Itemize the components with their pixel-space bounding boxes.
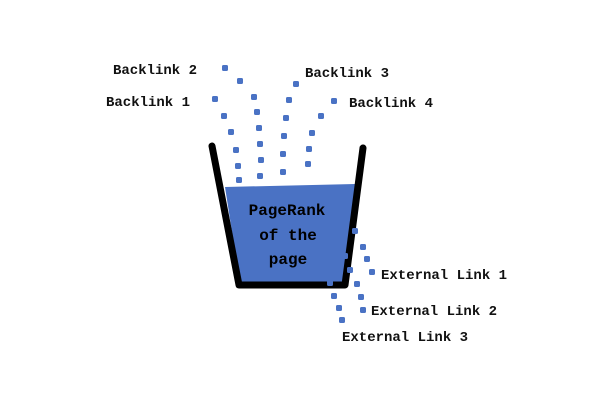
- backlink-3-drop: [293, 81, 299, 87]
- backlink-4-drop: [331, 98, 337, 104]
- backlink-1-drop: [212, 96, 218, 102]
- backlink-1-drop: [221, 113, 227, 119]
- backlink-1-drop: [235, 163, 241, 169]
- backlink-4-drop: [306, 146, 312, 152]
- backlink-2-drop: [254, 109, 260, 115]
- external-link-1-drop: [369, 269, 375, 275]
- backlink-3-drop: [280, 169, 286, 175]
- backlink-3-drop: [281, 133, 287, 139]
- external-link-3-drop: [331, 293, 337, 299]
- external-link-2-drop: [347, 267, 353, 273]
- bucket-water: [225, 184, 355, 283]
- backlink-3-drop: [280, 151, 286, 157]
- bucket-label-line-1: PageRank: [249, 202, 326, 220]
- external-link-1-drop: [352, 228, 358, 234]
- backlink-2-drop: [257, 173, 263, 179]
- external-link-3-drop: [339, 317, 345, 323]
- external-link-2-drop: [354, 281, 360, 287]
- external-link-1-drop: [360, 244, 366, 250]
- backlink-3-label: Backlink 3: [305, 66, 389, 82]
- backlink-2-drop: [251, 94, 257, 100]
- external-link-2-drop: [358, 294, 364, 300]
- external-link-1-drop: [364, 256, 370, 262]
- bucket-label-line-2: of the: [259, 227, 317, 245]
- bucket-outline: [208, 142, 367, 289]
- backlink-2-label: Backlink 2: [113, 63, 197, 79]
- backlink-2-drop: [237, 78, 243, 84]
- backlink-3-drop: [283, 115, 289, 121]
- backlink-4-drop: [318, 113, 324, 119]
- backlink-4-label: Backlink 4: [349, 96, 433, 112]
- backlink-1-drop: [228, 129, 234, 135]
- external-link-3-drop: [336, 305, 342, 311]
- backlink-4-drop: [309, 130, 315, 136]
- backlink-4-drop: [305, 161, 311, 167]
- external-link-2-drop: [342, 253, 348, 259]
- external-link-3-label: External Link 3: [342, 330, 468, 346]
- backlink-1-drop: [233, 147, 239, 153]
- external-link-3-drop: [327, 280, 333, 286]
- backlink-2-drop: [222, 65, 228, 71]
- backlink-2-drop: [256, 125, 262, 131]
- external-link-1-label: External Link 1: [381, 268, 507, 284]
- outgoing-drops: [327, 228, 375, 323]
- backlink-2-drop: [257, 141, 263, 147]
- backlink-1-drop: [236, 177, 242, 183]
- backlink-3-drop: [286, 97, 292, 103]
- external-link-2-label: External Link 2: [371, 304, 497, 320]
- backlink-1-label: Backlink 1: [106, 95, 190, 111]
- incoming-drops: [212, 65, 337, 183]
- external-link-2-drop: [360, 307, 366, 313]
- backlink-2-drop: [258, 157, 264, 163]
- bucket-label-line-3: page: [269, 251, 307, 269]
